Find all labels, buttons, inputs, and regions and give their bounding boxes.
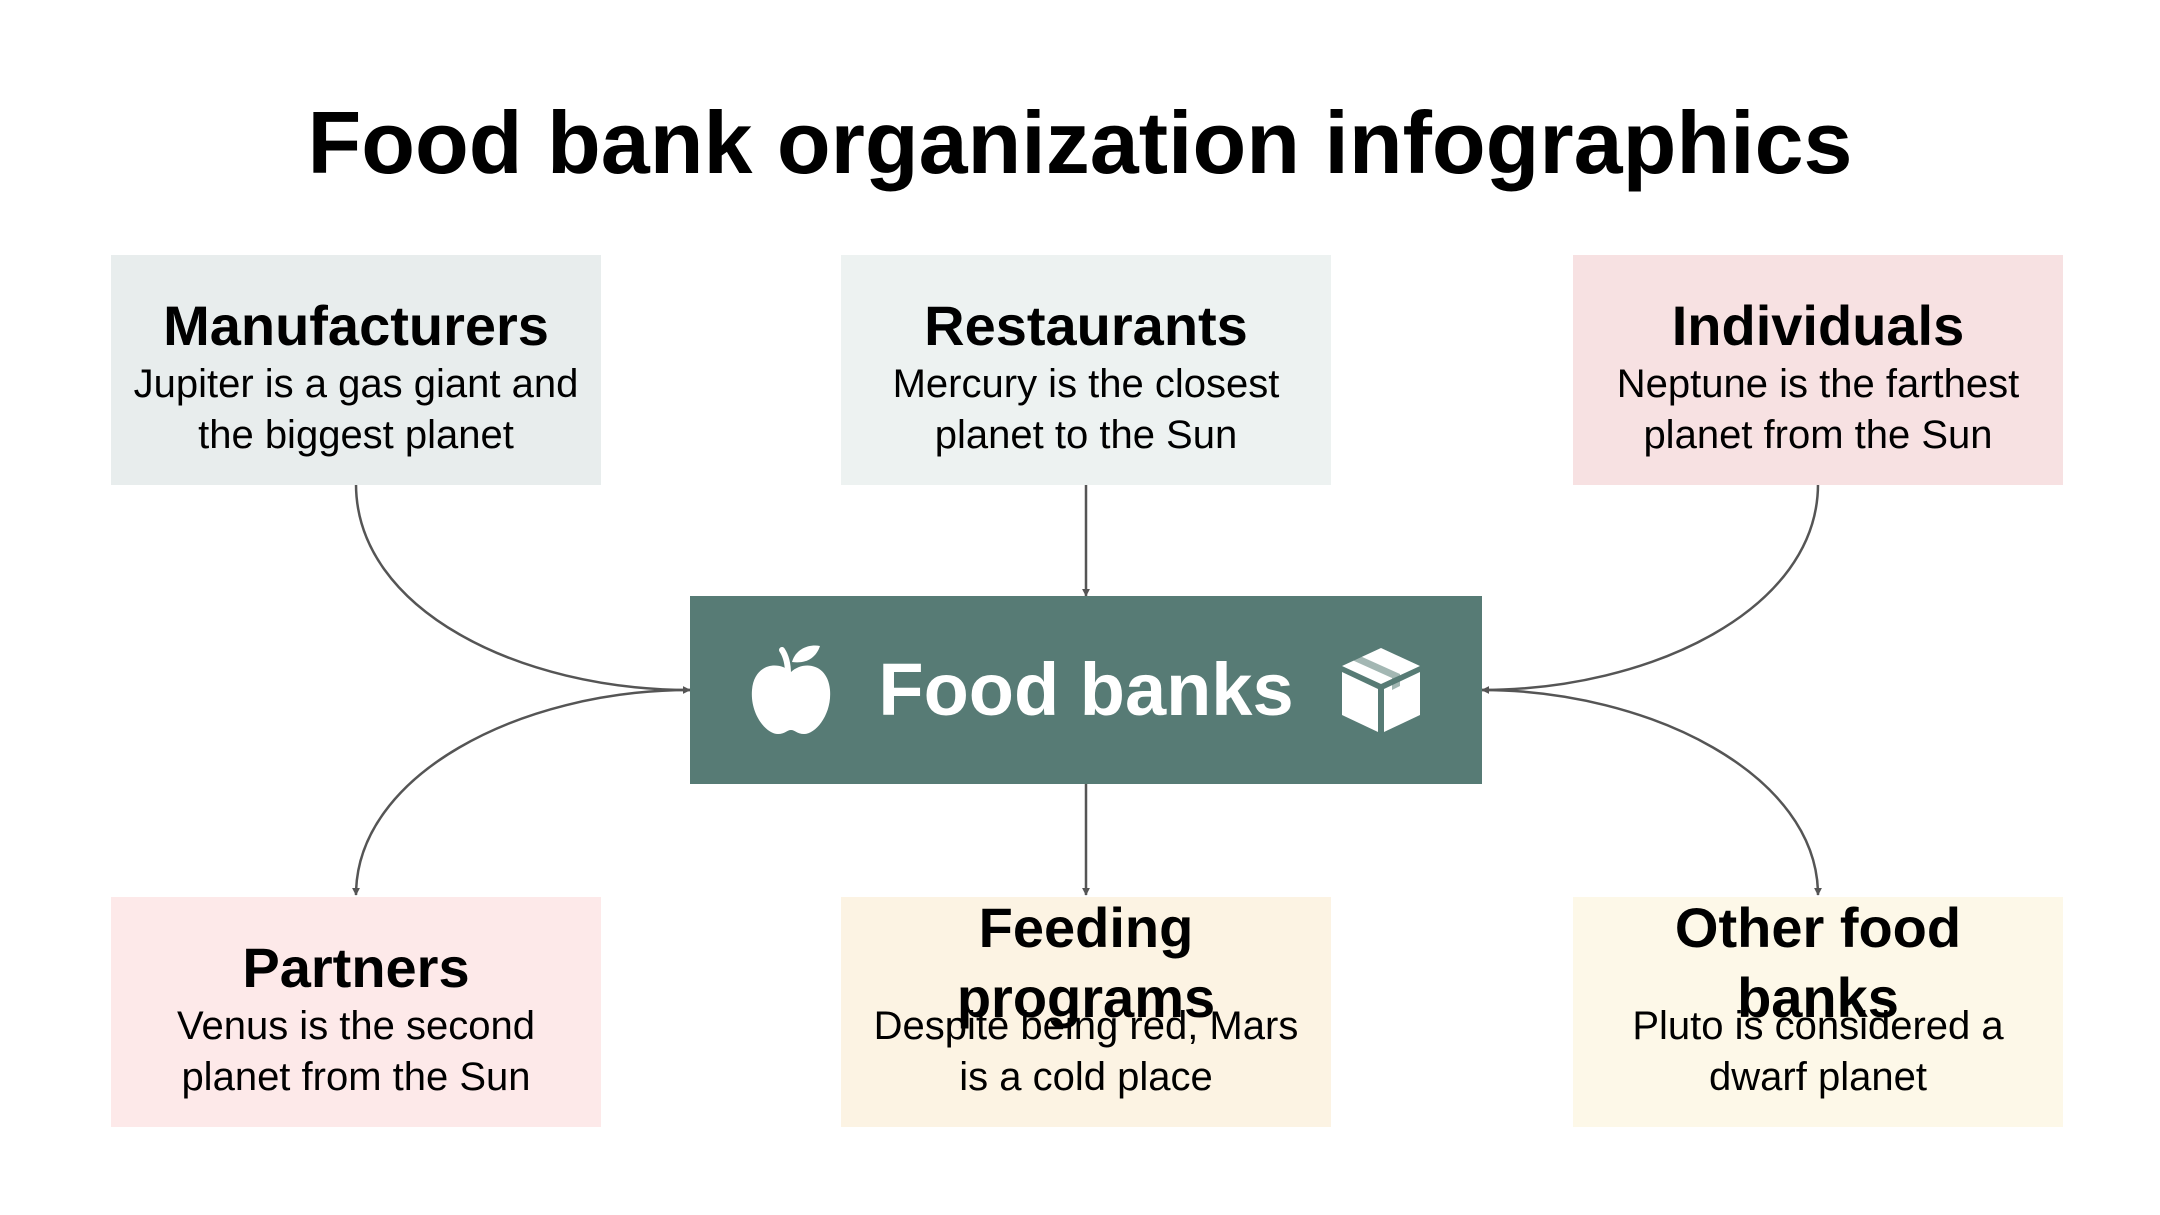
recipient-box-partners: Partners Venus is the second planet from… <box>111 897 601 1127</box>
source-title: Manufacturers <box>163 294 549 357</box>
source-box-restaurants: Restaurants Mercury is the closest plane… <box>841 255 1331 485</box>
recipient-title: Partners <box>242 936 470 999</box>
box-icon <box>1338 642 1424 738</box>
source-description: Neptune is the farthest planet from the … <box>1616 362 2020 457</box>
source-description: Jupiter is a gas giant and the biggest p… <box>133 362 579 457</box>
connector-partners <box>352 688 691 896</box>
recipient-title: Feeding programs <box>956 896 1216 1029</box>
source-box-manufacturers: Manufacturers Jupiter is a gas giant and… <box>111 255 601 485</box>
recipient-title: Other food banks <box>1674 896 1962 1029</box>
source-box-individuals: Individuals Neptune is the farthest plan… <box>1573 255 2063 485</box>
page-title: Food bank organization infographics <box>307 93 1853 192</box>
hub-label: Food banks <box>878 648 1294 731</box>
source-title: Individuals <box>1671 294 1965 357</box>
recipient-description: Venus is the second planet from the Sun <box>176 1004 536 1099</box>
recipient-description: Despite being red, Mars is a cold place <box>873 1004 1299 1099</box>
source-description: Mercury is the closest planet to the Sun <box>892 362 1280 457</box>
connector-other-food-banks <box>1481 688 1822 896</box>
connector-individuals <box>1481 483 1820 694</box>
recipient-box-other-food-banks: Other food banks Pluto is considered a d… <box>1573 896 2063 1127</box>
food-banks-hub: Food banks <box>690 596 1482 784</box>
connector-manufacturers <box>354 483 691 694</box>
source-title: Restaurants <box>924 294 1248 357</box>
recipient-description: Pluto is considered a dwarf planet <box>1632 1004 2004 1099</box>
recipient-box-feeding-programs: Feeding programs Despite being red, Mars… <box>841 896 1331 1127</box>
apple-icon <box>748 642 834 738</box>
